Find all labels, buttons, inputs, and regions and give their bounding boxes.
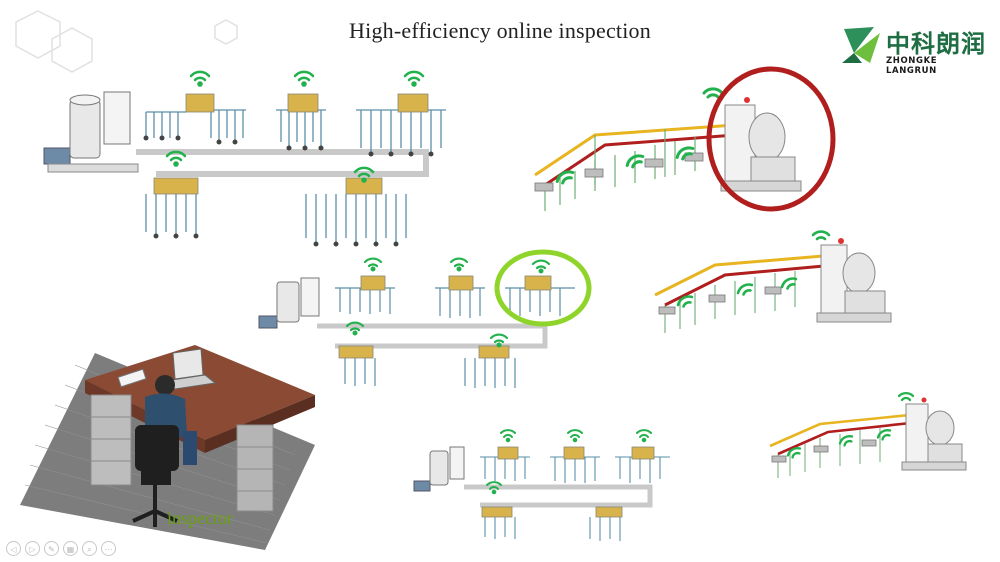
more-options-button[interactable]: ⋯ bbox=[101, 541, 116, 556]
isometric-lubrication-station-1 bbox=[534, 66, 836, 212]
lubrication-system-diagram-1 bbox=[43, 70, 446, 247]
isometric-lubrication-station-2 bbox=[654, 230, 892, 333]
slideshow-controls: ◁ ▷ ✎ ▦ ⌕ ⋯ bbox=[6, 541, 116, 556]
pen-tool-button[interactable]: ✎ bbox=[44, 541, 59, 556]
company-logo: 中科朗润 ZHONGKE LANGRUN bbox=[840, 20, 990, 76]
inspector-label: inspector bbox=[167, 508, 233, 528]
logo-mark-icon bbox=[842, 27, 880, 63]
isometric-lubrication-station-3 bbox=[769, 392, 967, 478]
logo-chinese-text: 中科朗润 bbox=[886, 30, 986, 58]
slide-sorter-button[interactable]: ▦ bbox=[63, 541, 78, 556]
decorative-hexagons bbox=[15, 10, 238, 73]
logo-english-text: ZHONGKE LANGRUN bbox=[886, 56, 938, 76]
red-highlight-circle bbox=[706, 66, 836, 212]
lubrication-system-diagram-2 bbox=[258, 249, 592, 388]
next-slide-button[interactable]: ▷ bbox=[25, 541, 40, 556]
slide-title: High-efficiency online inspection bbox=[349, 18, 651, 43]
prev-slide-button[interactable]: ◁ bbox=[6, 541, 21, 556]
green-highlight-circle bbox=[494, 249, 592, 327]
zoom-button[interactable]: ⌕ bbox=[82, 541, 97, 556]
lubrication-system-diagram-3 bbox=[413, 429, 670, 541]
inspector-workstation-illustration bbox=[20, 345, 315, 550]
